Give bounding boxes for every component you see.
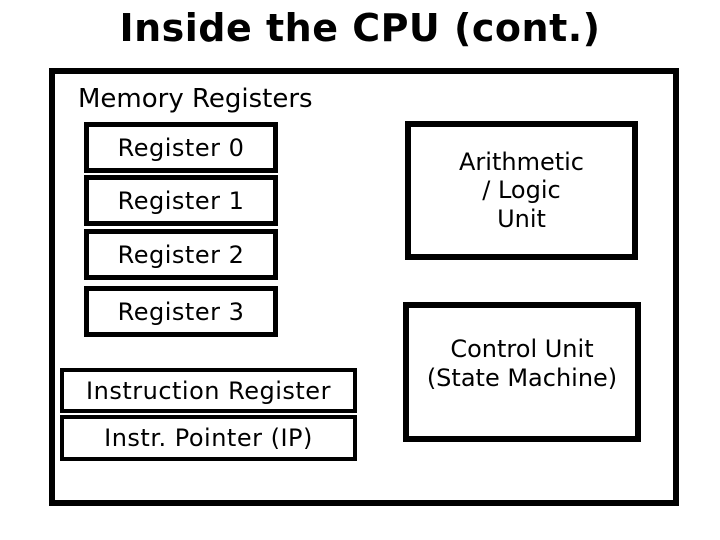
alu-label-line1: Arithmetic xyxy=(459,148,584,177)
cpu-outer-box xyxy=(49,68,679,506)
control-unit-label-line1: Control Unit xyxy=(450,335,594,364)
control-unit-label: Control Unit (State Machine) xyxy=(427,335,617,393)
memory-registers-label: Memory Registers xyxy=(78,84,313,114)
alu-label-line3: Unit xyxy=(497,204,546,233)
register-3-label: Register 3 xyxy=(117,297,245,326)
instruction-pointer-box: Instr. Pointer (IP) xyxy=(60,415,357,461)
register-3-box: Register 3 xyxy=(84,286,278,337)
register-2-box: Register 2 xyxy=(84,229,278,280)
register-1-box: Register 1 xyxy=(84,175,278,226)
register-0-box: Register 0 xyxy=(84,122,278,173)
alu-box: Arithmetic / Logic Unit xyxy=(405,121,638,260)
control-unit-label-line2: (State Machine) xyxy=(426,364,618,392)
register-0-label: Register 0 xyxy=(117,133,245,162)
alu-label-line2: / Logic xyxy=(482,176,561,205)
register-2-label: Register 2 xyxy=(117,240,245,269)
slide-title: Inside the CPU (cont.) xyxy=(119,6,601,50)
register-1-label: Register 1 xyxy=(117,186,245,215)
instruction-register-label: Instruction Register xyxy=(86,376,331,405)
instruction-pointer-label: Instr. Pointer (IP) xyxy=(104,424,313,452)
alu-label: Arithmetic / Logic Unit xyxy=(459,148,584,233)
control-unit-box: Control Unit (State Machine) xyxy=(403,302,641,442)
instruction-register-box: Instruction Register xyxy=(60,368,357,413)
